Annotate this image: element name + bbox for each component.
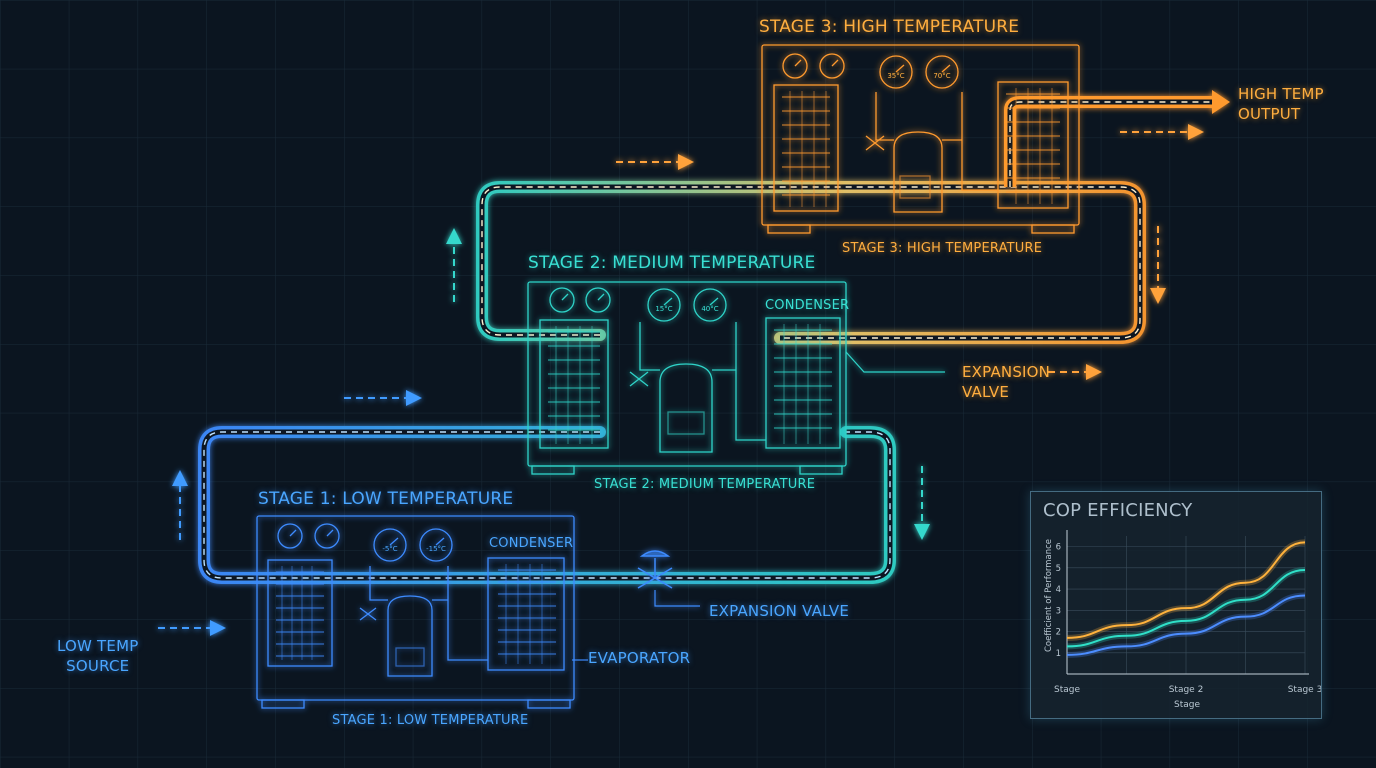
stage1-frame — [256, 515, 575, 701]
stage3-foot-right — [1031, 224, 1075, 234]
expansion-valve-2-line-2: VALVE — [962, 383, 1010, 401]
cop-x-tick-0: Stage — [1054, 685, 1080, 695]
stage1-expansion-valve — [637, 550, 700, 607]
cop-series-line-0 — [1066, 541, 1306, 639]
stage2-title: STAGE 2: MEDIUM TEMPERATURE — [528, 253, 816, 273]
stage3-condenser-coil — [997, 81, 1069, 209]
stage3-unit — [761, 44, 1080, 234]
flow-arrows — [158, 124, 1204, 636]
stage3-title: STAGE 3: HIGH TEMPERATURE — [759, 17, 1020, 37]
high-temp-output-line-2: OUTPUT — [1238, 105, 1301, 123]
evaporator-label: EVAPORATOR — [588, 649, 691, 667]
stage3-foot-left — [767, 224, 811, 234]
cop-y-tick-4: 5 — [1056, 564, 1061, 574]
high-temp-output-line-1: HIGH TEMP — [1238, 85, 1324, 103]
stage1-evaporator-coil — [267, 559, 333, 667]
stage1-title: STAGE 1: LOW TEMPERATURE — [258, 489, 514, 509]
stage3-compressor — [893, 131, 943, 213]
stage2-compressor — [659, 363, 713, 453]
cop-y-axis-label: Coefficient of Performance — [1044, 538, 1054, 652]
stage1-compressor — [387, 595, 433, 677]
stage2-frame — [527, 281, 847, 467]
stage1-condenser-coil — [487, 557, 565, 671]
stage2-expansion-leader — [845, 351, 945, 373]
stage3-evaporator-coil — [773, 84, 839, 212]
stage1-foot-left — [261, 699, 305, 709]
stage2-gauge-2 — [585, 287, 611, 313]
stage2-gauge-1 — [549, 287, 575, 313]
low-temp-source-line-2: SOURCE — [66, 657, 130, 675]
cop-y-tick-0: 1 — [1056, 649, 1061, 659]
stage3-valve — [865, 135, 885, 151]
stage2-foot-right — [799, 465, 843, 475]
cop-chart-title: COP EFFICIENCY — [1043, 500, 1193, 521]
expansion-valve-label: EXPANSION VALVE — [709, 602, 850, 620]
stage2-evaporator-coil — [539, 319, 609, 449]
stage3-frame — [761, 44, 1080, 226]
stage1-gauge-4-value: -15°C — [426, 545, 446, 553]
stage1-unit — [256, 515, 575, 709]
high-temp-output-label: HIGH TEMP OUTPUT — [1238, 84, 1324, 124]
stage2-gauge-4 — [693, 288, 727, 322]
stage3-gauge-3 — [879, 55, 913, 89]
stage2-gauge-3-value: 15°C — [655, 305, 673, 313]
stage3-gauge-1 — [782, 53, 808, 79]
stage2-gauge-4-value: 40°C — [701, 305, 719, 313]
expansion-valve-2-line-1: EXPANSION — [962, 363, 1051, 381]
stage1-gauge-3-value: -5°C — [382, 545, 398, 553]
stage2-condenser-label: CONDENSER — [765, 298, 850, 313]
stage1-gauge-3 — [373, 528, 407, 562]
stage2-foot-left — [531, 465, 575, 475]
stage1-foot-right — [527, 699, 571, 709]
stage1-valve — [359, 607, 377, 621]
cop-series-line-2 — [1066, 594, 1306, 656]
low-temp-source-line-1: LOW TEMP — [57, 637, 139, 655]
pipe-loop-stage1-stage2 — [198, 426, 896, 584]
cop-series-line-1 — [1066, 568, 1306, 648]
cop-x-axis-label: Stage — [1174, 700, 1201, 710]
stage1-gauge-2 — [314, 523, 340, 549]
low-temp-source-label: LOW TEMP SOURCE — [57, 636, 138, 676]
output-pipe — [1004, 90, 1230, 187]
stage1-gauge-1 — [277, 523, 303, 549]
stage2-valve — [629, 371, 649, 387]
cop-y-tick-3: 4 — [1056, 585, 1061, 595]
stage2-gauge-3 — [647, 288, 681, 322]
cop-y-tick-1: 2 — [1056, 628, 1061, 638]
stage1-gauge-4 — [419, 528, 453, 562]
cop-y-tick-5: 6 — [1056, 543, 1061, 553]
expansion-valve-label-2: EXPANSION VALVE — [962, 362, 1050, 402]
stage3-gauge-4 — [925, 55, 959, 89]
cop-y-tick-2: 3 — [1056, 606, 1061, 616]
stage3-gauge-2 — [819, 53, 845, 79]
stage3-gauge-3-value: 35°C — [887, 72, 905, 80]
stage2-condenser-coil — [765, 317, 841, 449]
stage2-unit — [527, 281, 945, 475]
stage1-condenser-label: CONDENSER — [489, 536, 574, 551]
cop-x-tick-1: Stage 2 — [1169, 685, 1204, 695]
stage3-gauge-4-value: 70°C — [933, 72, 951, 80]
stage3-caption: STAGE 3: HIGH TEMPERATURE — [842, 241, 1043, 256]
stage2-caption: STAGE 2: MEDIUM TEMPERATURE — [594, 477, 816, 492]
stage1-caption: STAGE 1: LOW TEMPERATURE — [332, 713, 529, 728]
cop-x-tick-2: Stage 3 — [1288, 685, 1321, 695]
